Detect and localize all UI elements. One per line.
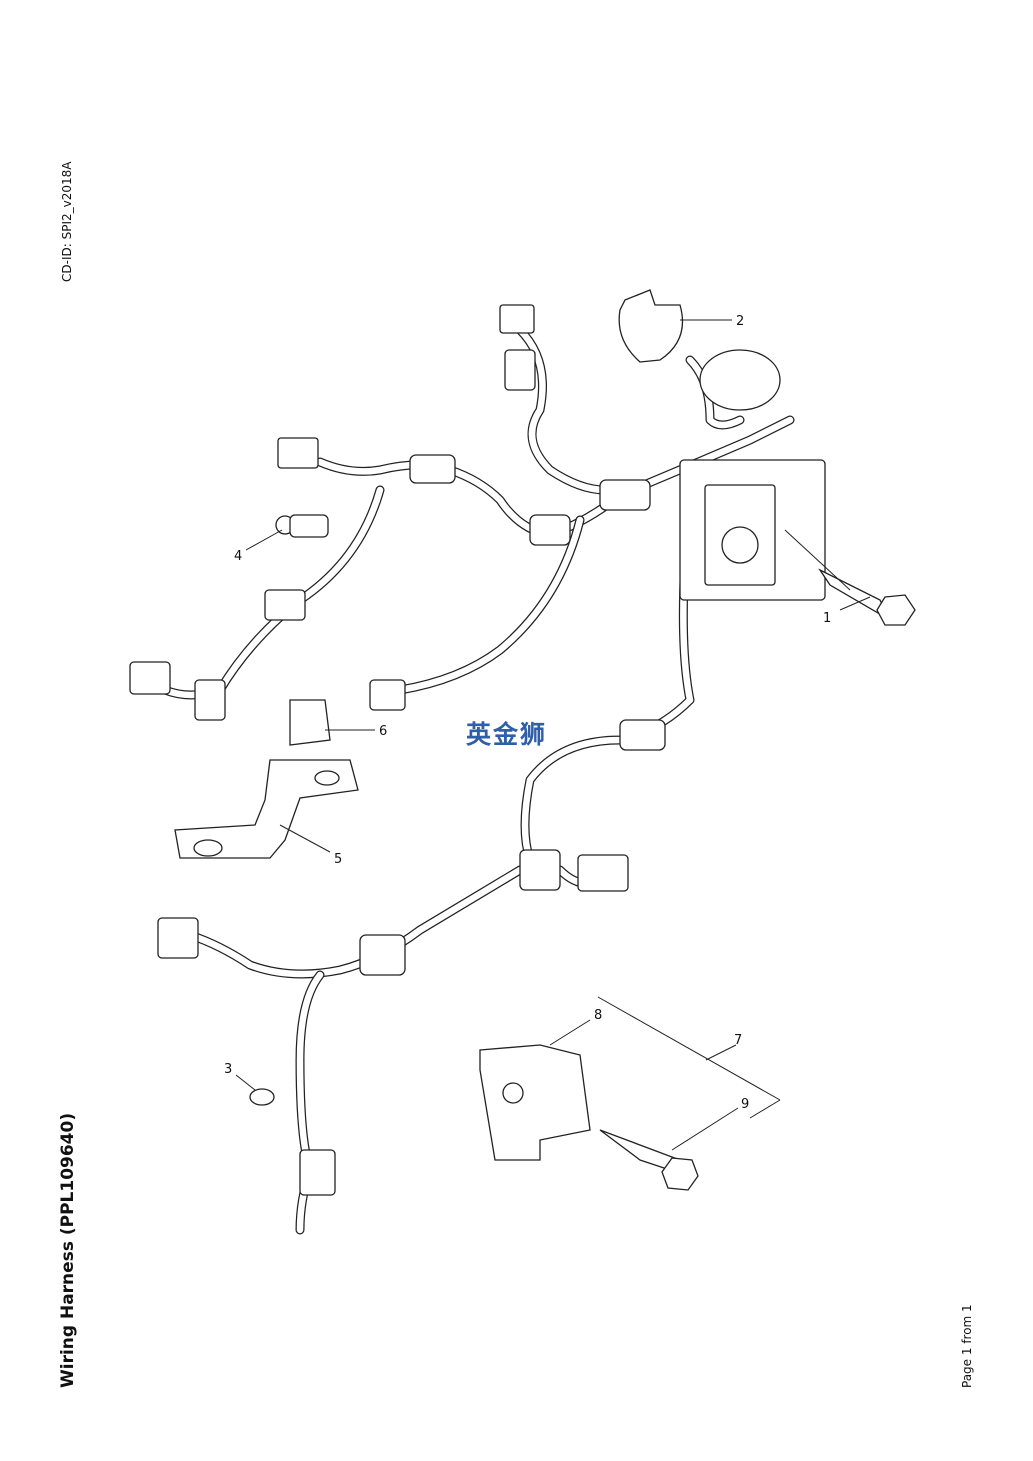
clip-part-6 bbox=[289, 699, 331, 746]
leader-lines bbox=[235, 319, 871, 1151]
callout-5: 5 bbox=[334, 852, 342, 867]
clamp-part-3 bbox=[249, 1088, 275, 1106]
watermark: 英金狮 bbox=[466, 720, 548, 749]
clip-part-2 bbox=[618, 289, 684, 363]
callout-1: 1 bbox=[823, 611, 831, 626]
connectors bbox=[129, 304, 826, 1196]
bracket-part-8 bbox=[479, 1044, 591, 1161]
callout-8: 8 bbox=[594, 1008, 602, 1023]
bracket-part-5 bbox=[174, 759, 359, 859]
callout-numbers: 1 2 3 4 5 6 7 8 9 bbox=[224, 314, 831, 1112]
callout-6: 6 bbox=[379, 724, 387, 739]
callout-4: 4 bbox=[234, 549, 242, 564]
callout-9: 9 bbox=[741, 1097, 749, 1112]
loose-parts bbox=[174, 289, 916, 1191]
callout-2: 2 bbox=[736, 314, 744, 329]
callout-3: 3 bbox=[224, 1062, 232, 1077]
callout-7: 7 bbox=[734, 1033, 742, 1048]
